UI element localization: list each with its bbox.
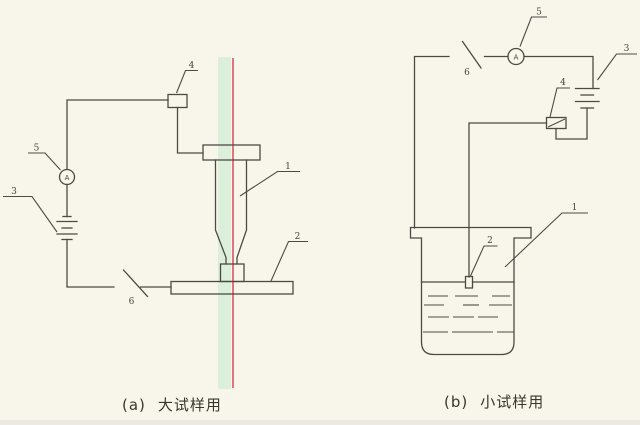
switch-symbol [122,269,149,298]
figure-a-caption-prefix: (a) [122,396,146,414]
leader-line [270,240,308,282]
callout-relay-box: 4 [560,78,566,88]
large-specimen [202,144,261,283]
callout-base-plate: 2 [295,232,301,242]
figure-b-caption-text: 小试样用 [480,393,545,411]
leader-line [504,212,588,268]
callout-battery: 3 [11,187,17,197]
specimen-body-left [214,159,227,265]
ammeter-letter: A [65,174,70,182]
callout-ammeter: 5 [34,144,40,154]
figure-b-caption-prefix: (b) [444,393,469,411]
liquid-dashes [423,295,514,333]
base-plate [170,280,294,295]
callout-specimen: 2 [487,236,493,246]
ammeter-letter: A [514,54,519,62]
callout-specimen: 1 [285,162,291,172]
wire-box-to-specimen [468,122,548,278]
figure-b: A [409,8,637,356]
leader-line [549,87,570,118]
figure-a: A [3,57,308,389]
callout-ammeter: 5 [536,8,542,18]
beaker [409,226,532,356]
leader-line [3,195,58,233]
relay-box [545,116,567,130]
wire-left-to-beaker [413,55,450,229]
relay-box [167,93,188,109]
callout-relay-box: 4 [189,61,195,71]
leader-line [175,69,198,94]
callout-beaker: 1 [572,203,578,213]
callout-battery: 3 [624,44,630,54]
callout-switch: 6 [129,297,135,307]
leader-line [28,152,61,171]
specimen-foot [219,263,245,283]
leader-line [469,245,498,277]
beaker-outline [409,226,532,356]
image-bottom-edge [0,420,640,425]
figure-a-caption: (a) 大试样用 [122,396,222,414]
callout-switch: 6 [464,68,470,78]
wire-battery-to-switch [66,238,115,288]
wire-battery-to-box [555,107,588,140]
green-highlight-band [218,57,231,389]
switch-symbol [461,40,482,69]
battery-symbol [574,87,600,109]
relay-box-diagonal [547,118,566,128]
specimen-body-right [236,159,248,265]
figure-b-caption: (b) 小试样用 [444,393,544,411]
leader-line [597,53,637,81]
leader-line [519,16,547,47]
small-specimen [464,275,474,289]
figure-a-callouts: 1 2 3 4 5 6 [3,61,308,307]
figure-b-callouts: 5 6 3 4 1 2 [464,8,637,277]
wire-box-to-specimen [176,106,204,154]
wire-ammeter-to-battery [523,55,594,90]
specimen-flange [202,144,261,161]
leader-line [239,170,300,197]
battery-symbol [56,183,78,241]
wire-ammeter-to-relay-box [66,99,169,170]
figure-a-caption-text: 大试样用 [157,396,222,414]
